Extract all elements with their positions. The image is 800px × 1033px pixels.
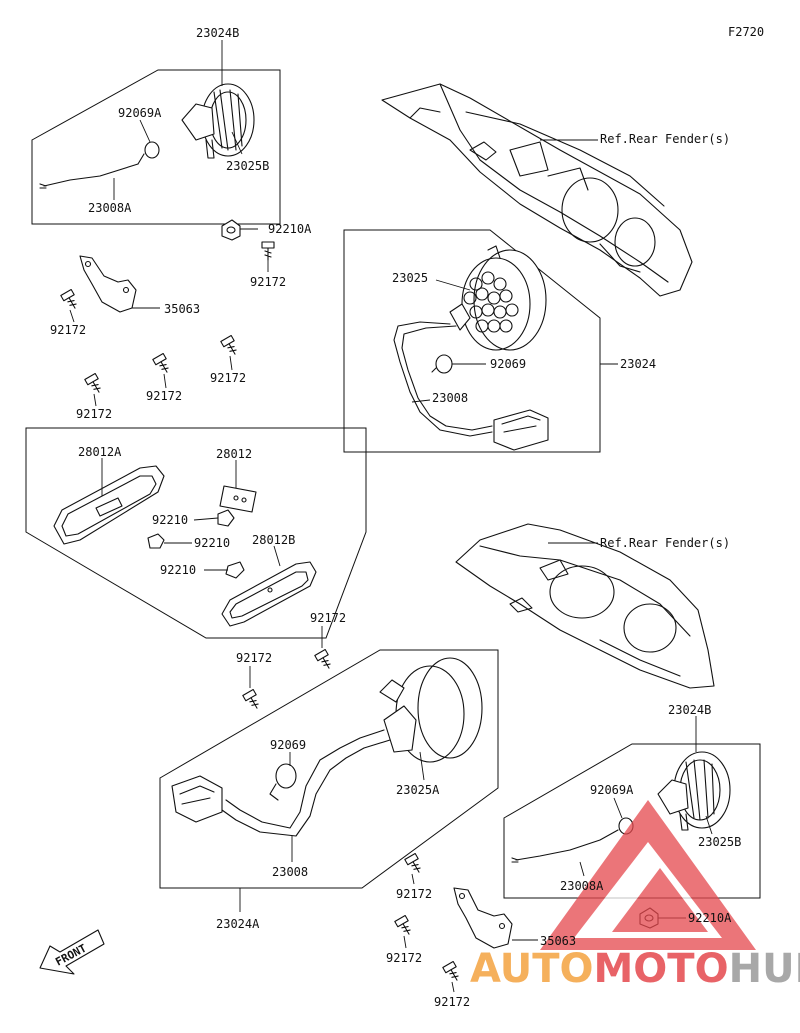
label-92210A-bottom: 92210A	[688, 911, 732, 925]
screw-h	[404, 852, 421, 873]
label-92172-c: 92172	[210, 371, 246, 385]
label-92069A-top: 92069A	[118, 106, 162, 120]
screw-b	[60, 288, 77, 309]
part-23024-assembly	[393, 245, 549, 451]
label-28012B: 28012B	[252, 533, 295, 547]
label-92069: 92069	[490, 357, 526, 371]
label-92172-d: 92172	[146, 389, 182, 403]
label-35063-bottom: 35063	[540, 934, 576, 948]
screw-g	[242, 688, 259, 709]
part-23024B-bottom-assembly	[511, 751, 731, 863]
label-23025: 23025	[392, 271, 428, 285]
watermark-brand: AUTOMOTOHUB	[470, 946, 800, 992]
rear-fender-lower	[455, 523, 715, 689]
nut-92210A-top	[221, 219, 241, 241]
label-92172-j: 92172	[434, 995, 470, 1009]
screws	[60, 241, 459, 981]
frame-23024A	[159, 649, 499, 889]
screw-c	[152, 352, 169, 373]
frame-23024	[343, 229, 601, 453]
watermark-logo	[540, 800, 756, 950]
label-23025B-top: 23025B	[226, 159, 269, 173]
label-92172-i: 92172	[386, 951, 422, 965]
label-92172-a: 92172	[250, 275, 286, 289]
screw-a	[261, 241, 275, 261]
plate-28012	[219, 485, 257, 513]
screw-d	[220, 334, 237, 355]
figure-code: F2720	[728, 25, 764, 39]
bracket-35063-bottom	[453, 887, 513, 949]
label-92210-b: 92210	[194, 536, 230, 550]
reflector-28012A	[53, 465, 165, 545]
frame-28012	[25, 427, 367, 639]
screw-i	[394, 914, 411, 935]
label-23025A: 23025A	[396, 783, 440, 797]
label-23025B-bottom: 23025B	[698, 835, 741, 849]
frames	[25, 69, 761, 899]
rear-fender-upper	[381, 83, 693, 297]
label-23008-bottom: 23008	[272, 865, 308, 879]
label-23008: 23008	[432, 391, 468, 405]
watermark-brand-moto: MOTO	[594, 946, 729, 992]
front-arrow-icon	[39, 929, 105, 975]
label-23008A-bottom: 23008A	[560, 879, 604, 893]
leader-lines	[69, 40, 713, 993]
label-23024B-top: 23024B	[196, 26, 239, 40]
label-92172-g: 92172	[236, 651, 272, 665]
label-ref-rear-fender-bottom: Ref.Rear Fender(s)	[600, 536, 730, 550]
label-92172-b: 92172	[50, 323, 86, 337]
watermark-brand-hub: HUB	[729, 946, 800, 992]
clips-92210	[147, 509, 245, 579]
label-23024B-bottom: 23024B	[668, 703, 711, 717]
label-23008A-top: 23008A	[88, 201, 132, 215]
label-92210-c: 92210	[160, 563, 196, 577]
part-labels: F2720 23024B 92069A 23025B 23008A 92210A…	[50, 25, 764, 1009]
label-92069-bottom: 92069	[270, 738, 306, 752]
part-23024B-top-assembly	[39, 83, 255, 189]
label-92210A-top: 92210A	[268, 222, 312, 236]
label-23024: 23024	[620, 357, 656, 371]
label-92210-a: 92210	[152, 513, 188, 527]
bracket-35063-top	[79, 255, 137, 313]
label-92069A-bottom: 92069A	[590, 783, 634, 797]
screw-j	[442, 960, 459, 981]
label-35063-top: 35063	[164, 302, 200, 316]
watermark-brand-auto: AUTO	[470, 946, 594, 992]
watermark-triangle-core	[612, 868, 708, 932]
screw-e	[84, 372, 101, 393]
screw-f	[314, 648, 331, 669]
label-92172-f: 92172	[310, 611, 346, 625]
label-ref-rear-fender-top: Ref.Rear Fender(s)	[600, 132, 730, 146]
label-23024A: 23024A	[216, 917, 260, 931]
label-28012A: 28012A	[78, 445, 122, 459]
part-23024A-assembly	[171, 657, 483, 837]
label-92172-h: 92172	[396, 887, 432, 901]
label-28012: 28012	[216, 447, 252, 461]
frame-23024B-bottom	[503, 743, 761, 899]
reflector-28012B	[221, 561, 317, 627]
label-92172-e: 92172	[76, 407, 112, 421]
frame-23024B-top	[31, 69, 281, 225]
